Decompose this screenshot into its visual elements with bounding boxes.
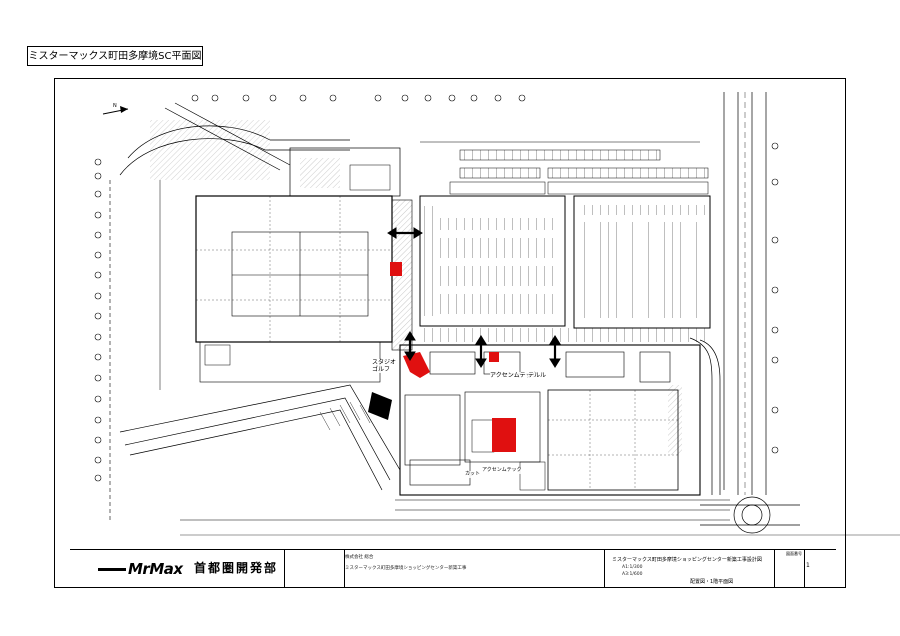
svg-text:N: N [113,103,117,109]
sheet-label: 図面番号 [786,551,802,556]
mrmax-logo: MrMax [98,560,183,578]
highlight-areas [390,262,516,452]
note-line-1: 株式会社 総合 [345,555,374,560]
note-line-2: ミスターマックス町田多摩境ショッピングセンター新築工事 [345,566,467,571]
parking-lot [419,195,711,342]
scale-a1: A1:1/300 [622,565,643,570]
lower-left-section [199,341,381,383]
company-name: 首都圏開発部 [194,561,279,575]
highlight-area-main [390,262,402,276]
slope-hatch [150,120,270,180]
document-title: ミスターマックス町田多摩境SC平面図 [27,46,203,66]
label-cut: カット [465,471,481,478]
highlight-area-center [492,418,516,452]
north-arrow-icon: N [102,103,129,115]
grid-markers-left [94,158,102,482]
double-arrow-icon [387,227,561,368]
roundabout [700,496,800,534]
label-terrace: テルル [528,372,547,379]
label-accessory-lower: アクセンムテック [482,467,522,474]
main-store-building [195,195,393,343]
road-markers-right [771,142,779,454]
label-accessory-center: アクセンムテック [490,372,538,379]
title-block [70,549,836,588]
project-name: ミスターマックス町田多摩境ショッピングセンター新築工事設計図 [612,557,762,563]
lower-road [180,499,900,536]
drawing-name: 配置図・1階平面図 [690,579,734,585]
mall-building [399,344,701,496]
stair-block [368,392,392,420]
label-studio-golf: スタジオ ゴルフ [372,359,397,373]
scale-a3: A3:1/600 [622,572,643,577]
back-of-house [289,147,401,197]
grid-markers-top [191,94,526,102]
drawing-sheet-border [54,78,846,588]
diagonal-ramp [119,384,401,491]
upper-parking-strips [420,141,709,195]
right-road [689,92,767,495]
sheet-number: 1 [806,562,810,569]
